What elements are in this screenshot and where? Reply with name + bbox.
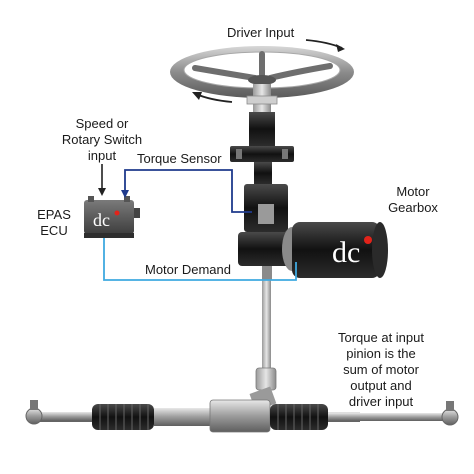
- motor-demand-wire: [103, 238, 297, 281]
- epas-line-2: ECU: [40, 223, 68, 238]
- torque-sensor-label: Torque Sensor: [137, 151, 222, 166]
- torque-summary-label: Torque at input pinion is the sum of mot…: [320, 330, 442, 410]
- motor-demand-label: Motor Demand: [145, 262, 231, 277]
- motor-gearbox-label: Motor Gearbox: [378, 184, 448, 216]
- steering-rack: [25, 399, 459, 433]
- right-tie-rod-end: [441, 401, 459, 426]
- rotation-arrow-bottom-icon: [192, 92, 233, 103]
- motor-logo: dc: [332, 236, 372, 269]
- speed-switch-line-3: input: [87, 148, 117, 163]
- epas-line-1: EPAS: [37, 207, 71, 222]
- driver-input-label: Driver Input: [227, 25, 295, 40]
- right-bellows: [270, 404, 328, 430]
- speed-switch-line-2: Rotary Switch: [61, 132, 143, 147]
- rotation-arrow-top-icon: [305, 39, 345, 52]
- torque-line-5: driver input: [348, 394, 414, 409]
- svg-text:dc: dc: [332, 236, 360, 269]
- steering-column: [230, 84, 294, 184]
- svg-text:dc: dc: [93, 210, 110, 230]
- motor-line-2: Gearbox: [388, 200, 438, 215]
- speed-switch-label: Speed or Rotary Switch input: [50, 116, 154, 164]
- torque-line-1: Torque at input: [337, 330, 424, 345]
- epas-ecu-module: [84, 196, 140, 238]
- left-bellows: [92, 404, 154, 430]
- torque-line-4: output and: [350, 378, 412, 393]
- motor-gearbox: [238, 184, 388, 280]
- speed-input-arrow: [98, 164, 106, 196]
- torque-line-2: pinion is the: [346, 346, 416, 361]
- torque-line-3: sum of motor: [343, 362, 419, 377]
- torque-sensor-wire: [121, 169, 252, 213]
- epas-ecu-label: EPAS ECU: [30, 207, 78, 239]
- steering-wheel: [170, 46, 354, 98]
- speed-switch-line-1: Speed or: [75, 116, 129, 131]
- motor-line-1: Motor: [396, 184, 430, 199]
- left-tie-rod-end: [25, 400, 92, 425]
- ecu-logo: dc: [93, 210, 120, 230]
- intermediate-shaft: [249, 280, 277, 411]
